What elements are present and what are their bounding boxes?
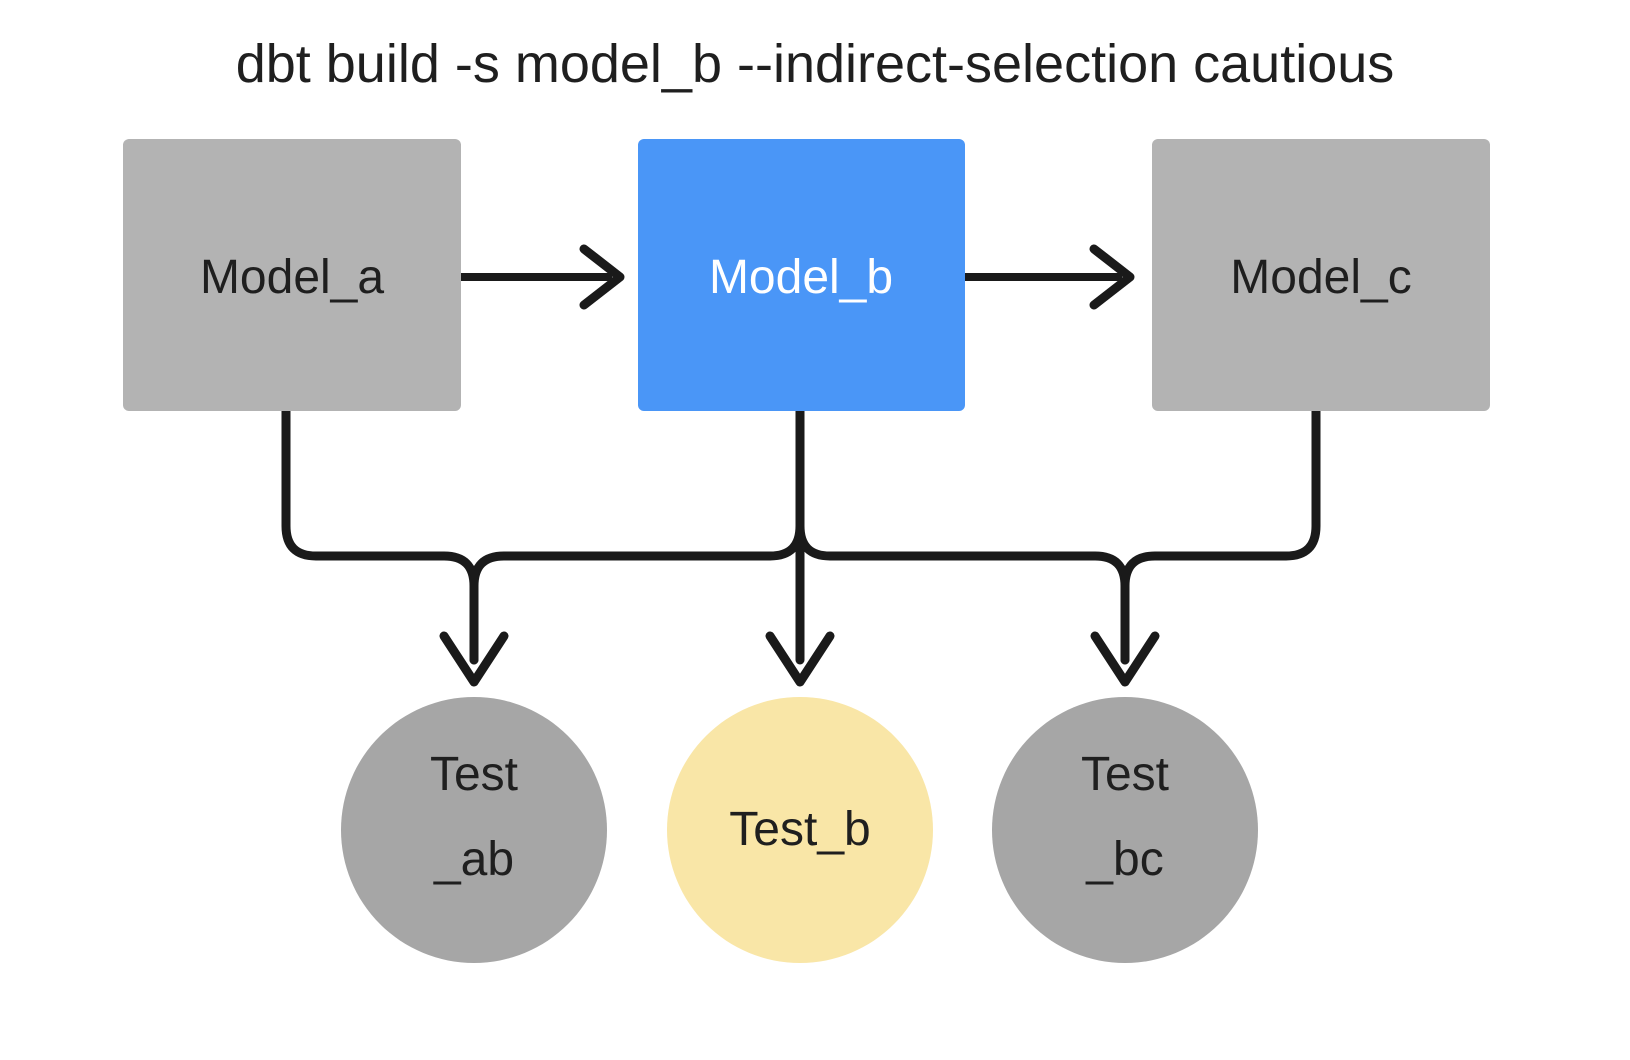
model-c-label: Model_c <box>1230 251 1411 304</box>
test-ab-shape[interactable] <box>341 697 607 963</box>
node-model-a[interactable]: Model_a <box>123 139 461 411</box>
page-title: dbt build -s model_b --indirect-selectio… <box>236 34 1395 94</box>
edge-model-b-to-test-bc <box>795 406 1160 687</box>
test-b-label: Test_b <box>729 803 870 856</box>
node-test-ab[interactable]: Test _ab <box>341 697 607 963</box>
edge-model-a-to-model-b <box>461 244 625 310</box>
model-a-shape[interactable] <box>123 139 461 411</box>
test-bc-label-line2: _bc <box>1085 833 1163 886</box>
model-b-label: Model_b <box>709 251 893 304</box>
test-bc-label-line1: Test <box>1081 748 1169 801</box>
test-ab-label-line1: Test <box>430 748 518 801</box>
node-model-b[interactable]: Model_b <box>638 139 965 411</box>
test-b-shape[interactable] <box>667 697 933 963</box>
edge-model-b-to-test-ab <box>469 406 805 665</box>
edge-model-b-to-model-c <box>965 244 1135 310</box>
node-test-bc[interactable]: Test _bc <box>992 697 1258 963</box>
edge-model-c-to-test-bc <box>1120 406 1321 665</box>
test-bc-shape[interactable] <box>992 697 1258 963</box>
node-test-b[interactable]: Test_b <box>667 697 933 963</box>
model-a-label: Model_a <box>200 251 384 304</box>
node-model-c[interactable]: Model_c <box>1152 139 1490 411</box>
model-c-shape[interactable] <box>1152 139 1490 411</box>
test-ab-label-line2: _ab <box>433 833 514 886</box>
model-b-shape[interactable] <box>638 139 965 411</box>
